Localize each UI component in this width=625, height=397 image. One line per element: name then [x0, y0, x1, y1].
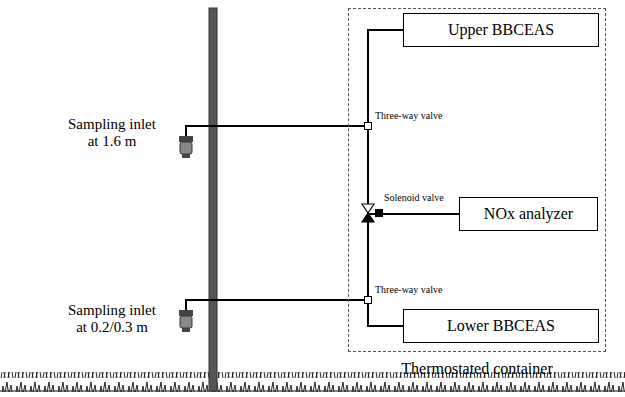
container-title: Thermostated container [349, 360, 605, 378]
three-way-valve [365, 123, 372, 130]
box-label: Lower BBCEAS [447, 317, 555, 335]
valve-label: Three-way valve [375, 110, 465, 122]
instrument-box: Upper BBCEAS [403, 13, 599, 47]
inlet-label: Sampling inlet at 0.2/0.3 m [62, 302, 162, 337]
sampling-inlet [179, 310, 193, 332]
box-label: NOx analyzer [484, 205, 573, 223]
ground-line [0, 391, 625, 392]
instrument-box: NOx analyzer [459, 197, 598, 231]
sampling-tube [186, 300, 366, 314]
sampling-tube [186, 126, 366, 140]
sampling-inlet [179, 136, 193, 158]
gas-line [368, 30, 459, 214]
solenoid-valve [362, 204, 383, 222]
valve-label: Three-way valve [375, 284, 465, 296]
valve-label: Solenoid valve [384, 192, 456, 204]
box-label: Upper BBCEAS [448, 21, 554, 39]
inlet-label: Sampling inlet at 1.6 m [62, 116, 162, 151]
mast-pole [209, 8, 217, 391]
three-way-valve [365, 297, 372, 304]
instrument-box: Lower BBCEAS [403, 309, 599, 343]
thermostated-container: Thermostated containerUpper BBCEASNOx an… [348, 8, 606, 352]
